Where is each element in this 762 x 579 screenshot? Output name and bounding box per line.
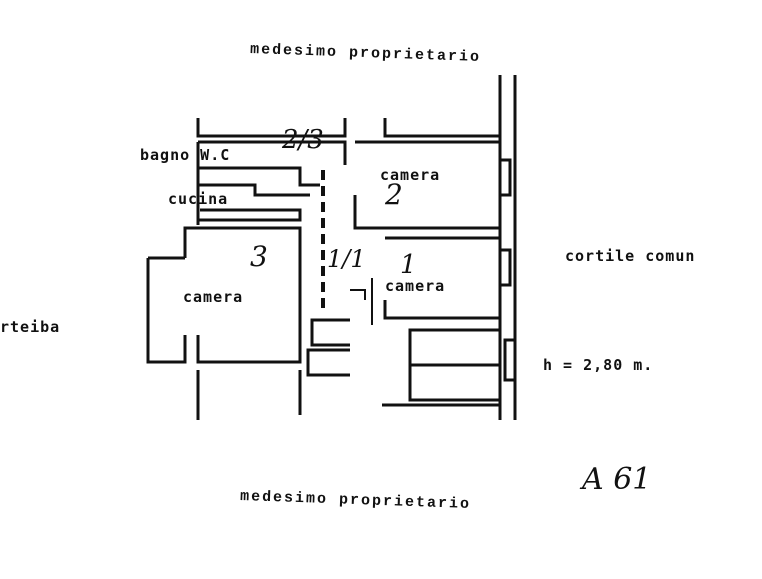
handwritten-mark-corridor: 1/1 bbox=[327, 245, 366, 273]
room-label-cucina: cucina bbox=[168, 190, 229, 208]
handwritten-mark-bagno: 2/3 bbox=[282, 125, 324, 155]
ceiling-height-note: h = 2,80 m. bbox=[543, 356, 654, 374]
room-label-camera-3: camera bbox=[183, 288, 244, 306]
room-label-camera-1: camera bbox=[385, 277, 446, 295]
left-neighbor-label: rteiba bbox=[0, 318, 61, 336]
room-label-bagno: bagno W.C bbox=[140, 146, 231, 164]
handwritten-mark-camera-3: 3 bbox=[250, 240, 268, 273]
cortile-comune-label: cortile comun bbox=[565, 247, 696, 265]
room-label-camera-2: camera bbox=[380, 166, 441, 184]
handwritten-mark-camera-2: 2 bbox=[385, 178, 403, 211]
sheet-number: A 61 bbox=[582, 462, 652, 497]
handwritten-mark-camera-1: 1 bbox=[400, 250, 417, 280]
